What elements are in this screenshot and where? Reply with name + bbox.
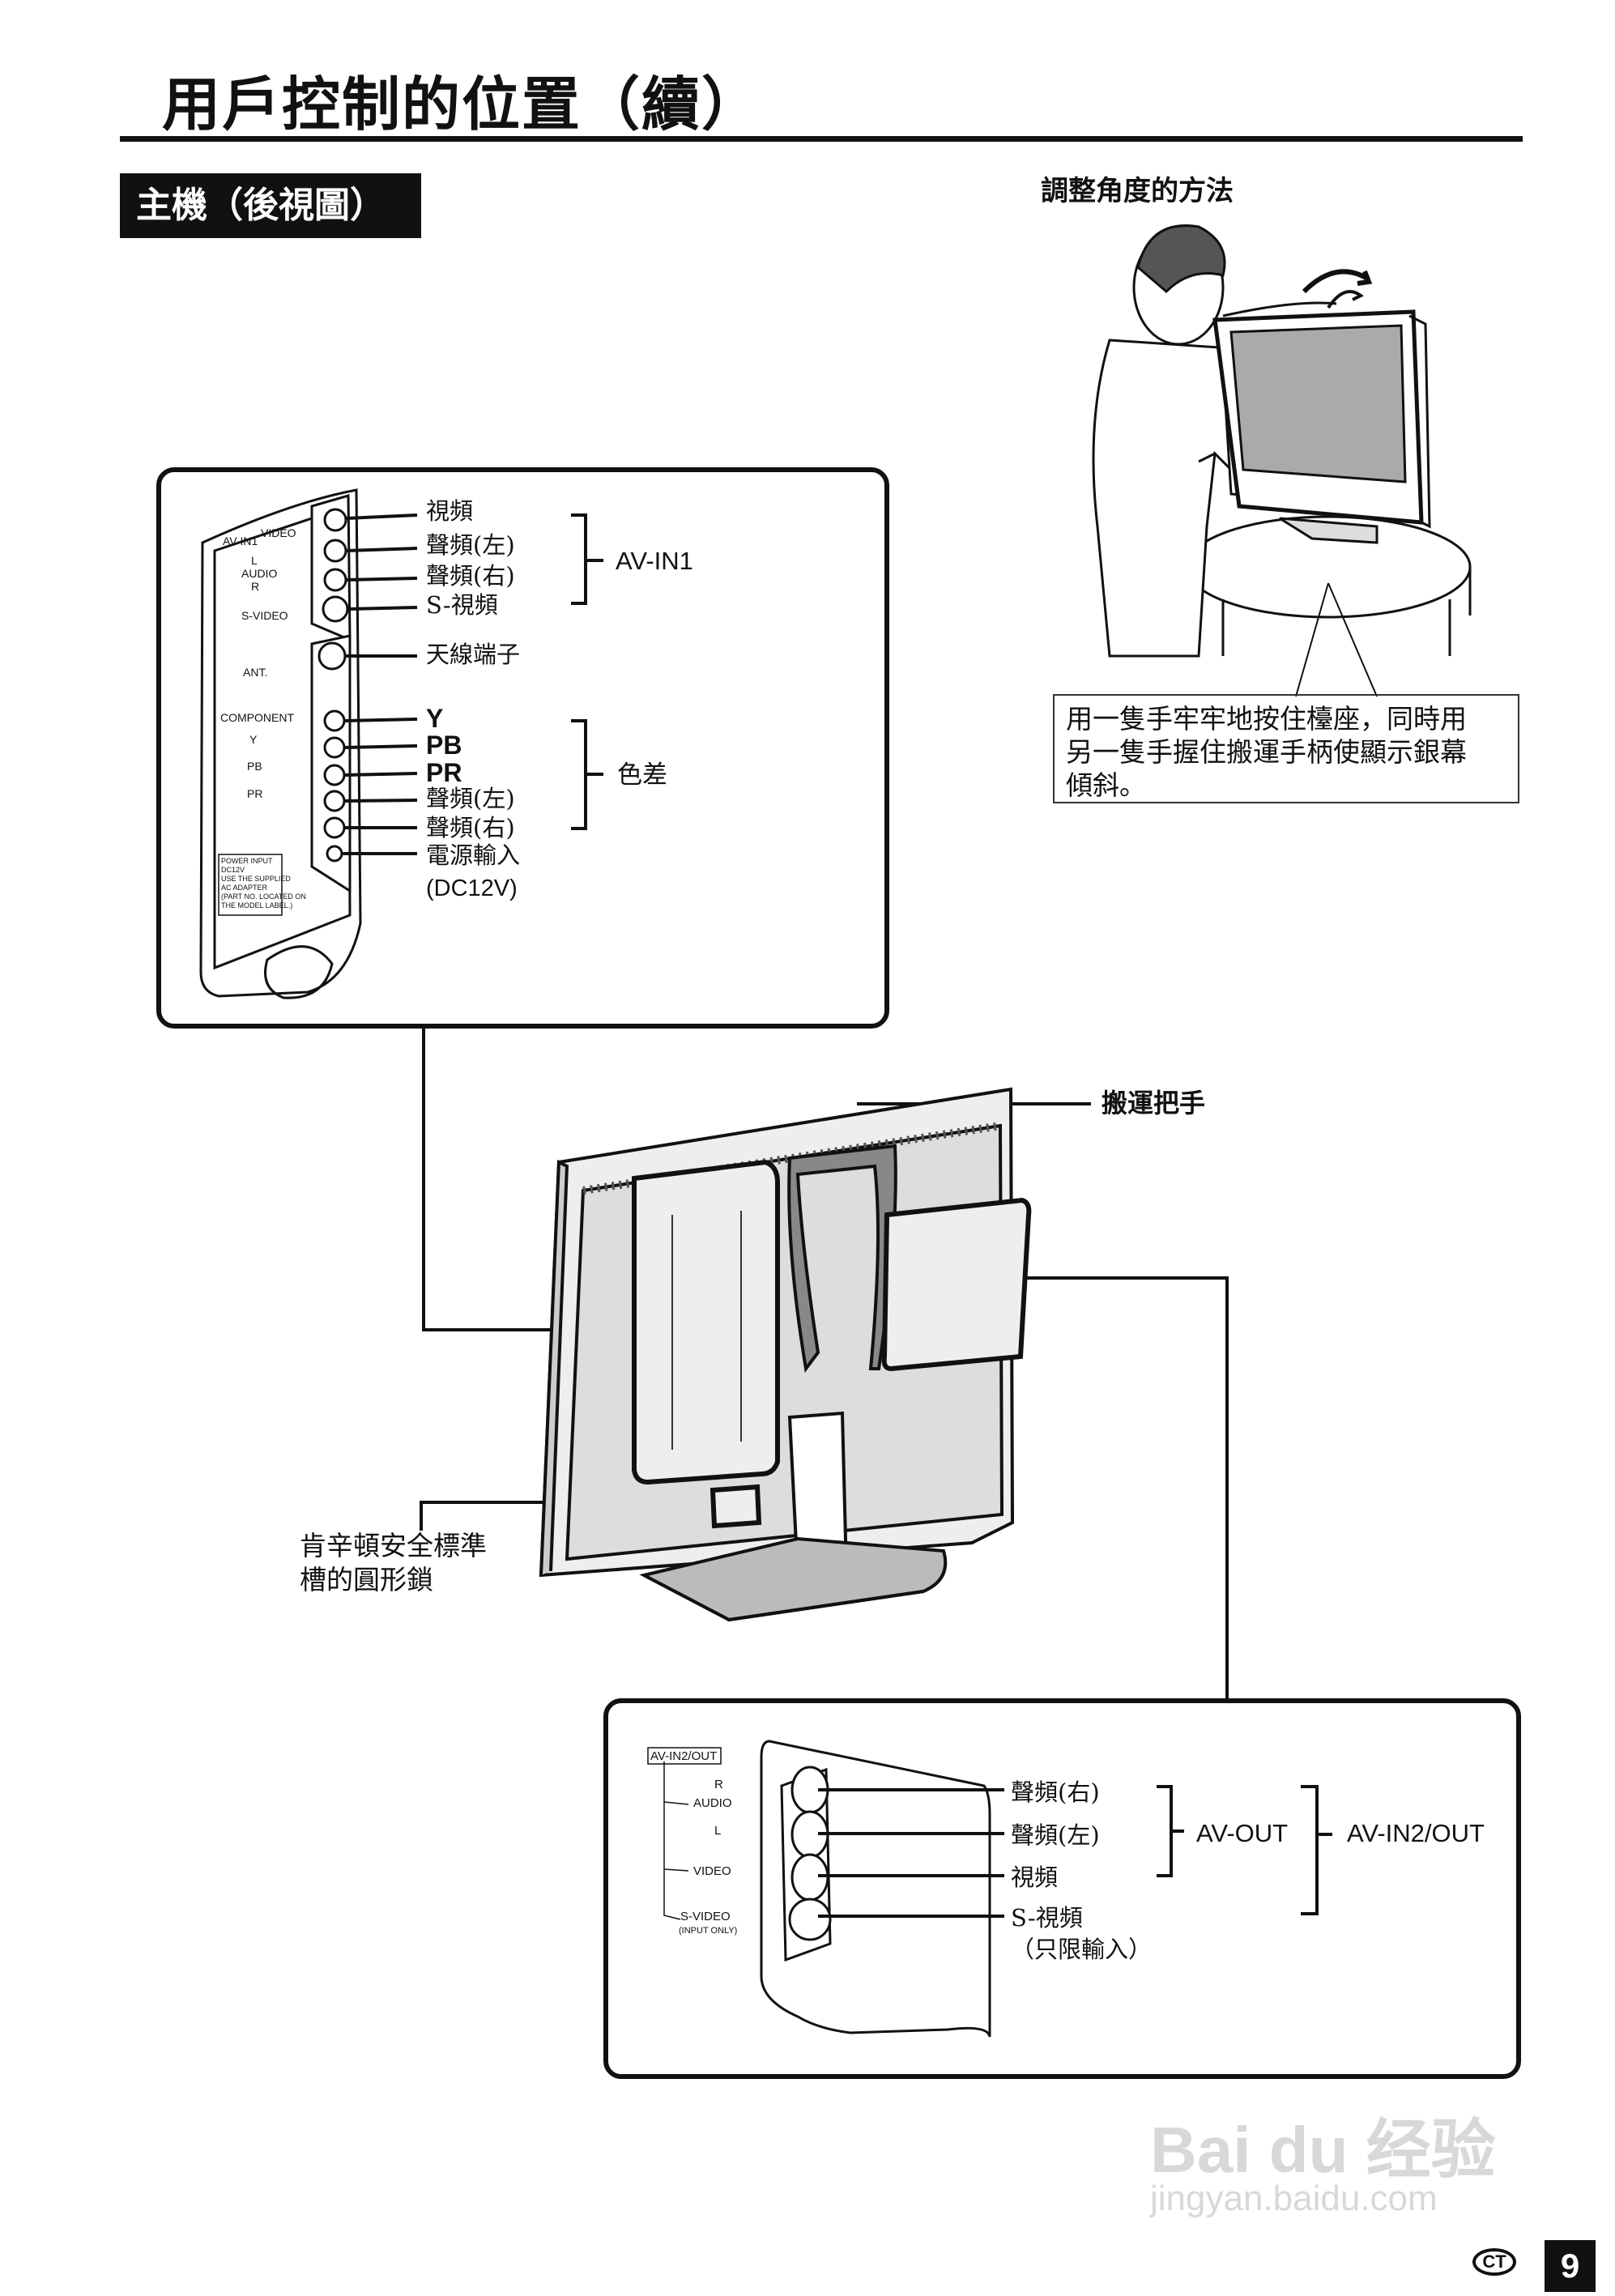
panel-print-video: VIDEO [261,526,296,539]
label-dc12v: (DC12V) [426,875,518,901]
label-input-only: （只限輸入） [1011,1936,1153,1963]
label-kensington-lock: 肯辛頓安全標準 槽的圓形鎖 [300,1529,487,1597]
label-antenna: 天線端子 [426,641,521,668]
language-badge: CT [1472,2248,1516,2276]
label-audio-left: 聲頻(左) [426,531,515,559]
baidu-watermark-url: jingyan.baidu.com [1150,2179,1438,2218]
angle-adjust-heading: 調整角度的方法 [1041,175,1234,207]
label-pr: PR [426,758,462,787]
panel-print-y: Y [249,733,258,746]
panel-print-input-only: (INPUT ONLY) [679,1926,738,1936]
title-rule [120,136,1523,142]
panel-print-pb: PB [247,760,262,773]
power-print-line: THE MODEL LABEL.) [221,901,293,909]
panel-print-s-video: S-VIDEO [241,609,288,622]
label-video: 視頻 [1011,1864,1059,1891]
caption-line: 用一隻手牢牢地按住檯座，同時用 [1066,703,1467,735]
panel-print-video: VIDEO [693,1864,731,1878]
page-title: 用戶控制的位置（續） [162,70,762,138]
av-in2-out-panel-callout [603,1698,1521,2079]
panel-print-av-in2-out: AV-IN2/OUT [650,1749,718,1763]
angle-adjust-caption: 用一隻手牢牢地按住檯座，同時用 另一隻手握住搬運手柄使顯示銀幕 傾斜。 [1053,694,1519,803]
panel-print-audio: AUDIO [241,567,278,580]
section-label: 主機（後視圖） [120,173,421,238]
panel-print-s-video: S-VIDEO [680,1910,731,1923]
label-component-audio-left: 聲頻(左) [426,785,515,812]
group-av-in2-out: AV-IN2/OUT [1347,1819,1485,1847]
panel-print-r: R [714,1778,723,1791]
panel-print-pr: PR [247,787,263,800]
group-av-in1: AV-IN1 [616,547,693,575]
kensington-line: 肯辛頓安全標準 [300,1530,487,1561]
label-audio-left: 聲頻(左) [1011,1821,1100,1849]
power-print-line: (PART NO. LOCATED ON [221,892,306,901]
label-carry-handle: 搬運把手 [1102,1088,1206,1118]
panel-print-audio: AUDIO [693,1796,732,1810]
page-number: 9 [1545,2240,1596,2292]
power-print-line: DC12V [221,866,245,874]
label-power-input: 電源輸入 [426,841,521,869]
panel-print-power: POWER INPUT DC12V USE THE SUPPLIED AC AD… [221,857,306,910]
power-print-line: POWER INPUT [221,857,273,865]
label-s-video: S-視頻 [1011,1904,1083,1932]
panel-print-component: COMPONENT [220,711,294,724]
label-audio-right: 聲頻(右) [1011,1778,1100,1806]
kensington-line: 槽的圓形鎖 [300,1564,433,1595]
power-print-line: AC ADAPTER [221,884,268,892]
panel-print-l: L [714,1824,722,1838]
label-audio-right: 聲頻(右) [426,562,515,590]
caption-line: 另一隻手握住搬運手柄使顯示銀幕 [1066,736,1467,768]
panel-print-r: R [251,580,260,593]
caption-line: 傾斜。 [1066,769,1146,801]
panel-print-l: L [251,554,258,567]
label-component-audio-right: 聲頻(右) [426,814,515,841]
label-pb: PB [426,731,462,760]
group-component: 色差 [617,760,667,790]
panel-print-ant: ANT. [243,666,268,679]
group-av-out: AV-OUT [1196,1819,1289,1847]
label-s-video: S-視頻 [426,591,498,619]
baidu-watermark-brand: Bai du 经验 [1150,2114,1496,2186]
label-y: Y [426,704,444,733]
label-video: 視頻 [426,497,474,525]
panel-print-av-in1: AV-IN1 [223,535,258,547]
power-print-line: USE THE SUPPLIED [221,875,291,883]
av-in1-component-panel-callout [156,467,889,1029]
